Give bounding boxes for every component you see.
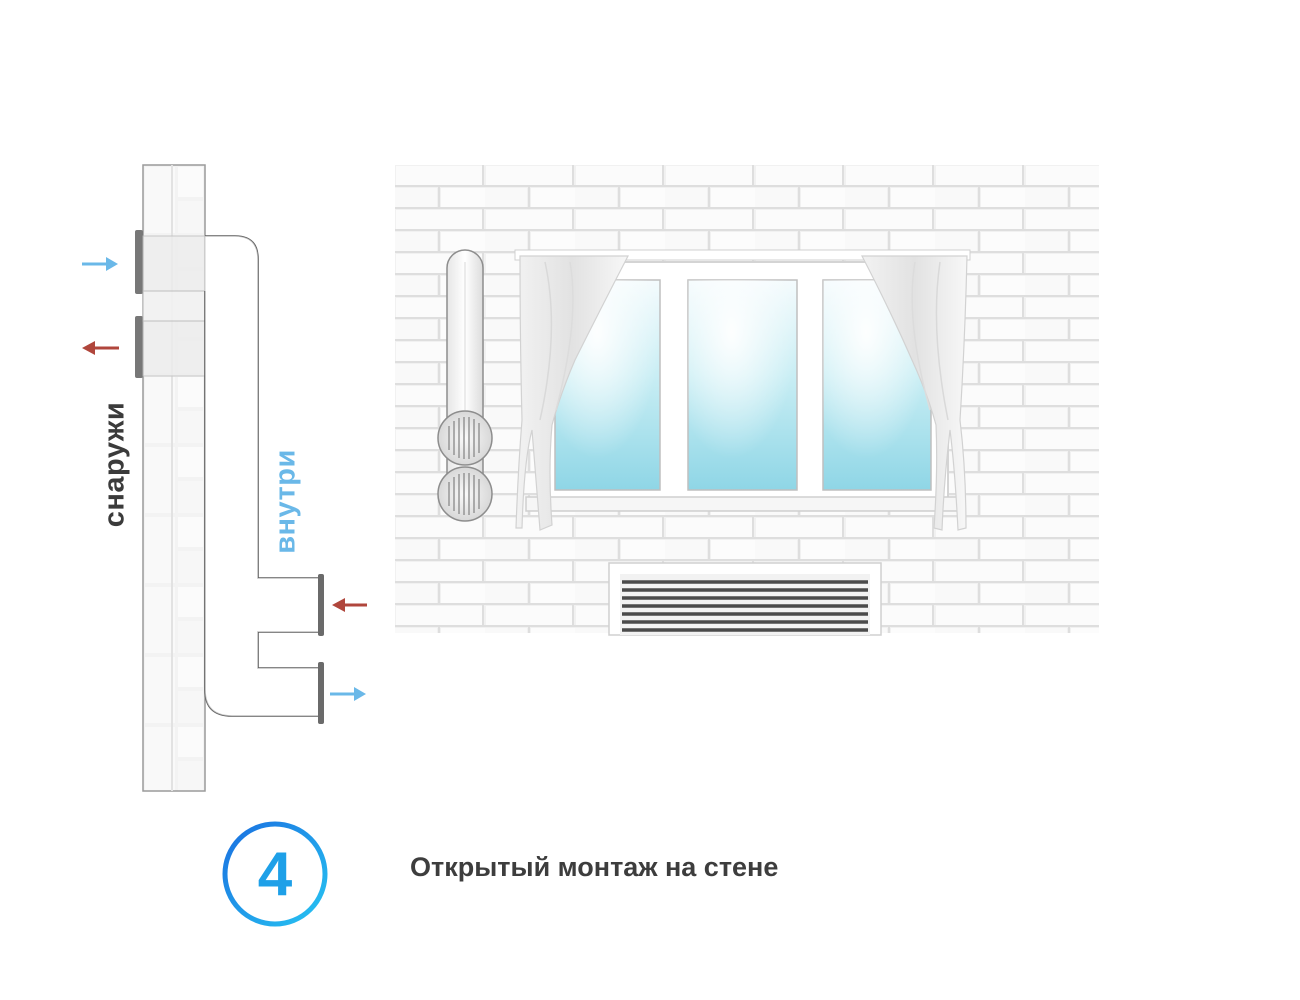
round-grille-bottom bbox=[437, 466, 493, 522]
outside-label: снаружи bbox=[98, 401, 131, 528]
radiator-grille bbox=[608, 562, 882, 636]
curtain-rod bbox=[514, 249, 971, 261]
step-number: 4 bbox=[257, 839, 293, 909]
curtain-right bbox=[861, 255, 968, 531]
inner-vent-exhaust bbox=[318, 574, 324, 636]
inside-label: внутри bbox=[269, 449, 302, 554]
arrow-right-icon bbox=[330, 687, 366, 701]
round-grille-top bbox=[437, 410, 493, 466]
duct-fill bbox=[205, 236, 318, 716]
caption-title: Открытый монтаж на стене bbox=[410, 852, 779, 882]
step-badge-ring bbox=[222, 821, 328, 927]
arrow-left-icon bbox=[82, 341, 119, 355]
arrow-right-icon bbox=[82, 257, 118, 271]
outer-vent-exhaust bbox=[135, 290, 206, 378]
inner-vent-intake bbox=[318, 662, 324, 724]
arrow-left-icon bbox=[332, 598, 367, 612]
curtain-left bbox=[515, 255, 629, 531]
outer-vent-intake bbox=[135, 230, 206, 294]
